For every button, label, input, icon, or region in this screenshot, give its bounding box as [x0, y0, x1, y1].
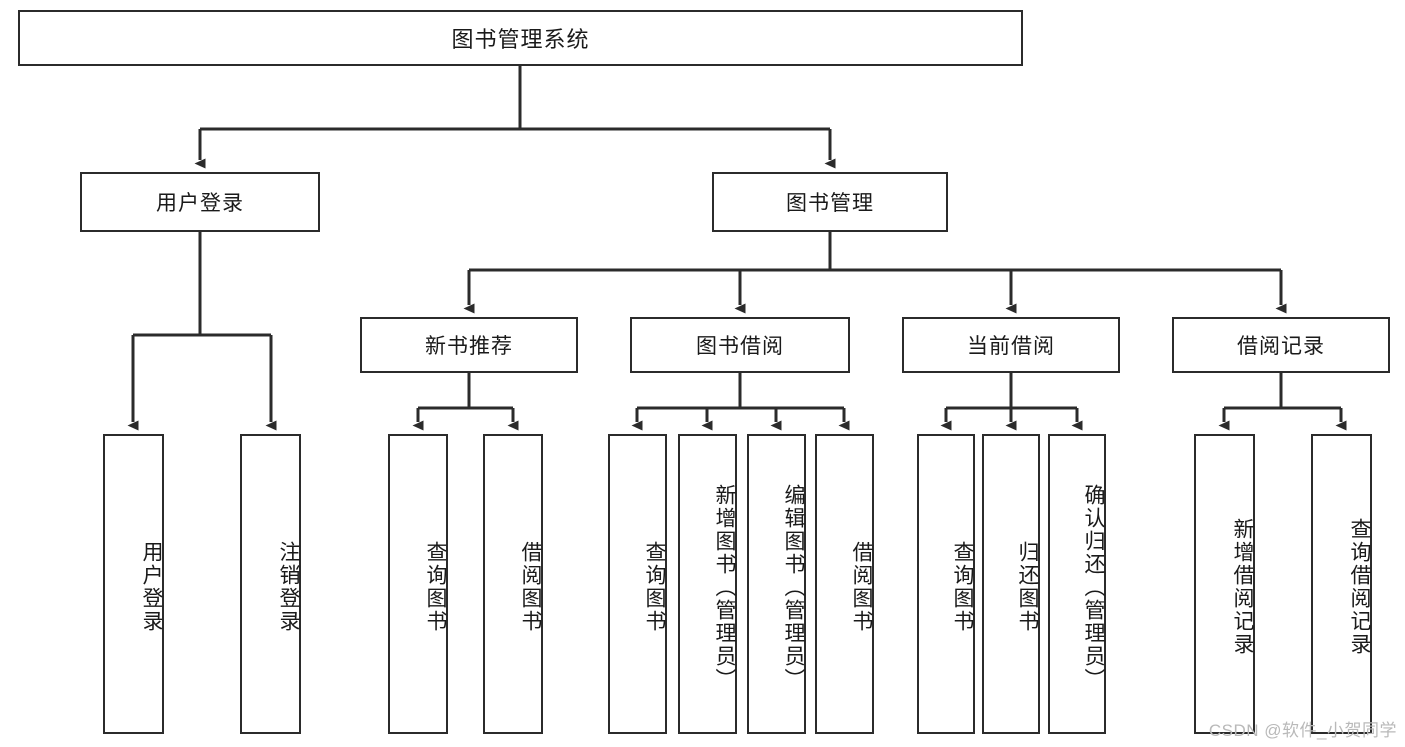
node-leaf-user-logout[interactable]: 注销登录	[240, 434, 301, 734]
edge-root-to-level2	[194, 66, 836, 169]
node-leaf-query-borrow-record[interactable]: 查询借阅记录	[1311, 434, 1372, 734]
node-label: 用户登录	[156, 192, 244, 215]
node-user-login[interactable]: 用户登录	[80, 172, 320, 232]
node-label: 归还图书	[1016, 541, 1039, 633]
node-leaf-add-borrow-record[interactable]: 新增借阅记录	[1194, 434, 1255, 734]
node-label: 确认归还（管理员）	[1082, 483, 1105, 691]
node-borrow-record[interactable]: 借阅记录	[1172, 317, 1390, 373]
node-book-manage[interactable]: 图书管理	[712, 172, 948, 232]
node-label: 用户登录	[140, 541, 163, 633]
node-label: 编辑图书（管理员）	[782, 483, 805, 691]
node-label: 注销登录	[277, 541, 300, 633]
node-new-book-recommend[interactable]: 新书推荐	[360, 317, 578, 373]
node-label: 查询借阅记录	[1348, 518, 1371, 656]
node-root-system[interactable]: 图书管理系统	[18, 10, 1023, 66]
edge-new-book-rec-to-leaves	[412, 373, 519, 431]
node-label: 借阅图书	[850, 541, 873, 633]
node-leaf-query-book-current[interactable]: 查询图书	[917, 434, 975, 734]
node-leaf-user-login[interactable]: 用户登录	[103, 434, 164, 734]
node-leaf-query-book-recommend[interactable]: 查询图书	[388, 434, 448, 734]
edge-user-login-to-leaves	[127, 232, 277, 431]
node-label: 查询图书	[424, 541, 447, 633]
node-label: 图书借阅	[696, 335, 784, 358]
node-label: 借阅记录	[1237, 335, 1325, 358]
node-label: 新增借阅记录	[1231, 518, 1254, 656]
node-label: 新增图书（管理员）	[713, 483, 736, 691]
node-leaf-query-book-borrow[interactable]: 查询图书	[608, 434, 667, 734]
watermark-text: CSDN @软件_小贺同学	[1208, 721, 1397, 740]
node-leaf-edit-book-admin[interactable]: 编辑图书（管理员）	[747, 434, 806, 734]
node-label: 图书管理系统	[451, 27, 590, 52]
node-current-borrow[interactable]: 当前借阅	[902, 317, 1120, 373]
edge-current-borrow-to-leaves	[940, 373, 1083, 431]
node-label: 图书管理	[786, 192, 874, 215]
node-label: 查询图书	[951, 541, 974, 633]
edge-book-manage-to-level3	[463, 232, 1287, 314]
node-book-borrow[interactable]: 图书借阅	[630, 317, 850, 373]
node-leaf-confirm-return-admin[interactable]: 确认归还（管理员）	[1048, 434, 1106, 734]
node-leaf-add-book-admin[interactable]: 新增图书（管理员）	[678, 434, 737, 734]
node-leaf-borrow-book[interactable]: 借阅图书	[815, 434, 874, 734]
edge-book-borrow-to-leaves	[631, 373, 850, 431]
node-label: 新书推荐	[425, 335, 513, 358]
node-label: 当前借阅	[967, 335, 1055, 358]
node-label: 查询图书	[643, 541, 666, 633]
edge-borrow-record-to-leaves	[1218, 373, 1347, 431]
node-leaf-borrow-book-recommend[interactable]: 借阅图书	[483, 434, 543, 734]
node-leaf-return-book[interactable]: 归还图书	[982, 434, 1040, 734]
node-label: 借阅图书	[519, 541, 542, 633]
